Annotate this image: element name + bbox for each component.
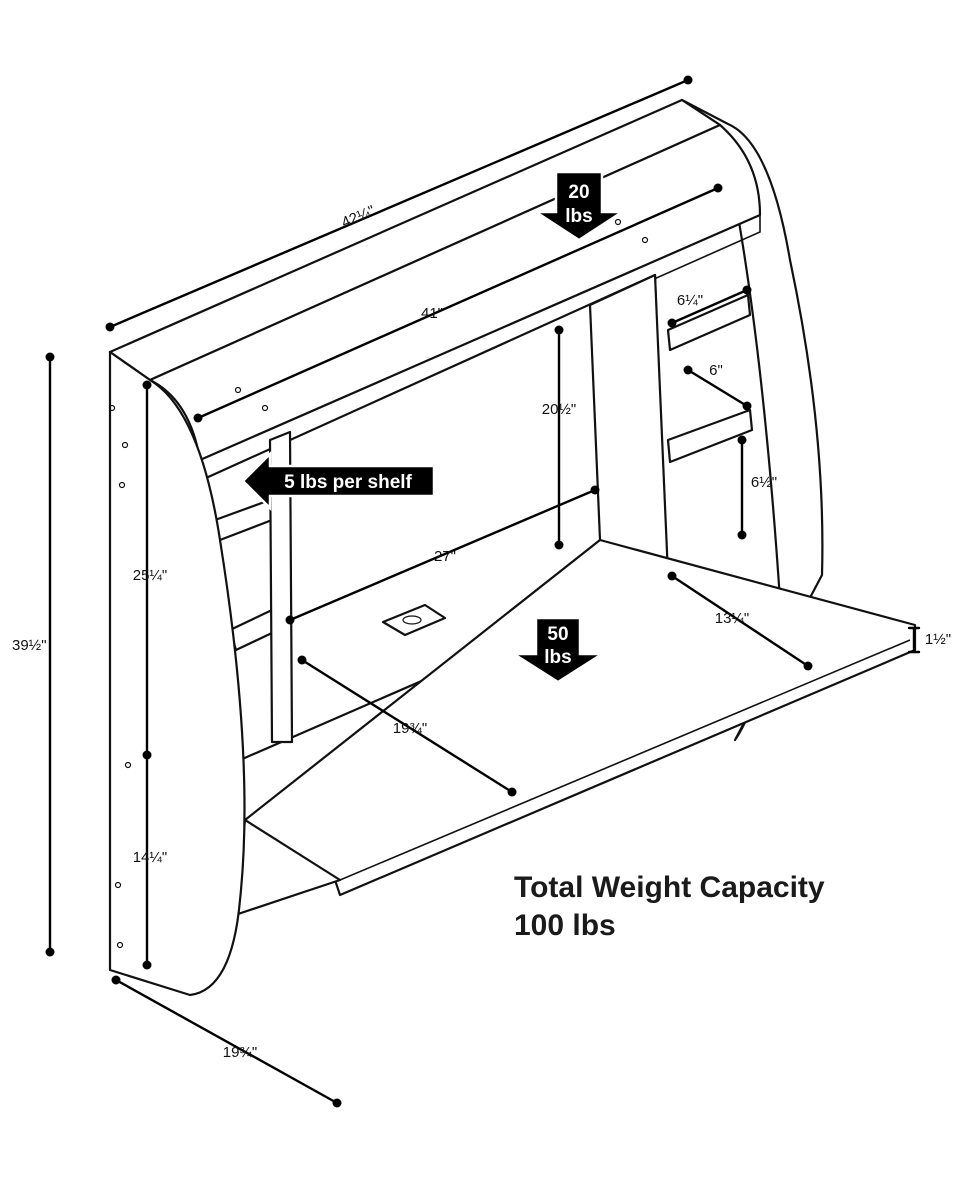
left-side-panel bbox=[108, 350, 246, 997]
screw-hole bbox=[114, 881, 122, 889]
svg-text:50: 50 bbox=[547, 624, 568, 645]
per-shelf-load-arrow: 5 lbs per shelf bbox=[241, 450, 436, 512]
screw-hole bbox=[641, 236, 649, 244]
dim-desk-right-width: 13¼" bbox=[715, 610, 750, 627]
cable-grommet bbox=[381, 603, 447, 637]
right-shelf-mid bbox=[666, 408, 754, 464]
dimension-labels: 42¼" 41" 39½" 25¼" 14¼" 19¾" 20½" 27" 19… bbox=[12, 202, 951, 1061]
screw-hole bbox=[118, 481, 126, 489]
dimension-lines bbox=[45, 75, 921, 1108]
svg-text:lbs: lbs bbox=[544, 647, 571, 668]
screw-hole bbox=[234, 386, 242, 394]
right-side-panel bbox=[680, 98, 824, 742]
dim-shelf-width: 41" bbox=[421, 305, 443, 322]
svg-text:lbs: lbs bbox=[565, 206, 592, 227]
screw-hole bbox=[121, 441, 129, 449]
svg-text:20: 20 bbox=[568, 182, 589, 203]
dim-overall-height: 39½" bbox=[12, 637, 47, 654]
screw-hole bbox=[108, 404, 116, 412]
dim-small-shelf-top: 6¼" bbox=[677, 292, 703, 309]
dim-desk-opening-width: 27" bbox=[434, 548, 456, 565]
screw-hole bbox=[614, 218, 622, 226]
desk-front-edge bbox=[339, 639, 911, 881]
top-shelf-load-arrow: 20 lbs bbox=[531, 170, 627, 242]
weight-capacity-caption: Total Weight Capacity 100 lbs bbox=[514, 871, 825, 942]
center-divider bbox=[588, 273, 670, 577]
desk-load-arrow: 50 lbs bbox=[509, 616, 607, 684]
screw-hole bbox=[261, 404, 269, 412]
dim-small-shelf-low: 6½" bbox=[751, 474, 777, 491]
caption-line-2: 100 lbs bbox=[514, 909, 616, 942]
right-shelf-top bbox=[666, 293, 752, 352]
grommet-hole bbox=[402, 615, 422, 625]
dim-overall-width: 42¼" bbox=[339, 202, 377, 231]
dim-small-shelf-mid: 6" bbox=[709, 362, 723, 379]
screw-hole bbox=[116, 941, 124, 949]
left-divider bbox=[268, 430, 294, 744]
dim-desk-depth: 19¾" bbox=[393, 720, 428, 737]
caption-line-1: Total Weight Capacity bbox=[514, 871, 825, 904]
desk-outline bbox=[108, 98, 917, 997]
dim-opening-height: 20½" bbox=[542, 401, 577, 418]
screw-hole bbox=[124, 761, 132, 769]
dim-depth: 19¾" bbox=[223, 1044, 258, 1061]
dim-desk-thickness: 1½" bbox=[925, 631, 951, 648]
dim-side-upper: 25¼" bbox=[133, 567, 168, 584]
load-arrows: 20 lbs 5 lbs per shelf 50 lbs bbox=[241, 170, 627, 684]
svg-text:5 lbs per shelf: 5 lbs per shelf bbox=[284, 472, 412, 493]
dim-side-lower: 14¼" bbox=[133, 849, 168, 866]
